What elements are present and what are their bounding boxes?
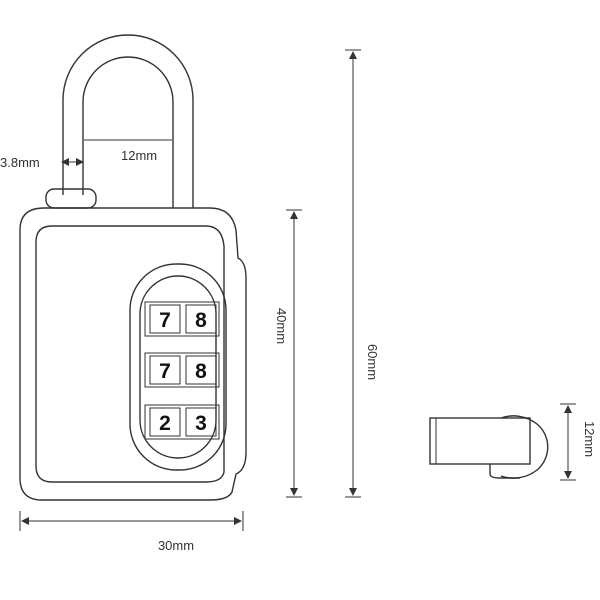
shackle-thickness-label: 3.8mm xyxy=(0,155,40,170)
shackle-thickness-dimension: 3.8mm xyxy=(0,155,84,170)
shackle-width-dimension: 12mm xyxy=(84,139,172,163)
combination-dials: 7 8 7 8 2 3 xyxy=(144,301,220,440)
shackle-width-label: 12mm xyxy=(121,148,157,163)
total-height-label: 60mm xyxy=(365,344,380,380)
body-width-label: 30mm xyxy=(158,538,194,553)
dial-1-left[interactable]: 7 xyxy=(159,309,171,332)
depth-label: 12mm xyxy=(582,421,597,457)
shackle xyxy=(45,34,194,209)
body-height-dimension: 40mm xyxy=(274,209,302,498)
dial-3-left[interactable]: 2 xyxy=(159,412,171,435)
padlock-body xyxy=(19,207,247,501)
dial-2-left[interactable]: 7 xyxy=(159,360,171,383)
dial-row-2: 7 8 xyxy=(144,352,220,388)
total-height-dimension: 60mm xyxy=(345,49,380,498)
side-view xyxy=(429,415,549,479)
dial-2-right[interactable]: 8 xyxy=(195,360,207,383)
dial-3-right[interactable]: 3 xyxy=(195,412,207,435)
body-height-label: 40mm xyxy=(274,308,289,344)
body-width-dimension: 30mm xyxy=(19,511,244,553)
depth-dimension: 12mm xyxy=(560,403,597,481)
dial-1-right[interactable]: 8 xyxy=(195,309,207,332)
dial-row-3: 2 3 xyxy=(144,404,220,440)
dial-row-1: 7 8 xyxy=(144,301,220,337)
